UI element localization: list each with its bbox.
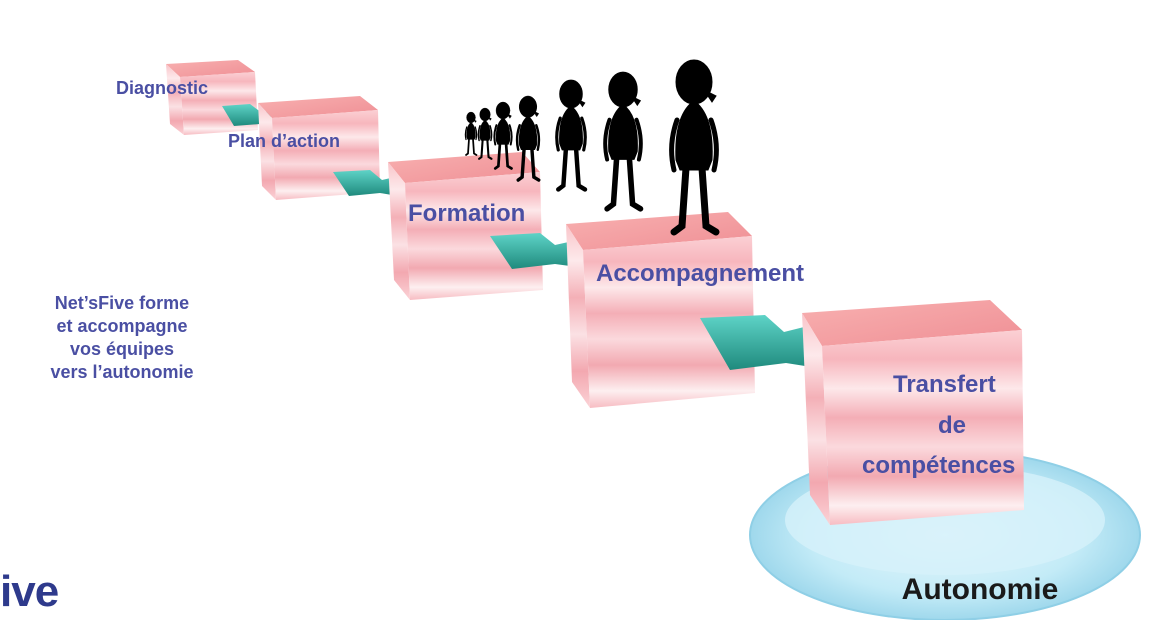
- step-label-competences: compétences: [862, 452, 1016, 479]
- tagline-line-2: et accompagne: [56, 316, 188, 336]
- walking-figure: [477, 107, 493, 160]
- walking-figure: [464, 111, 478, 156]
- step-cube-accompagnement: [566, 212, 755, 408]
- goal-label: Autonomie: [901, 573, 1059, 606]
- step-label-transfert: Transfert: [893, 371, 996, 398]
- step-label-de: de: [938, 412, 967, 439]
- step-arrow-2: [333, 170, 395, 196]
- step-cube-formation: [388, 152, 543, 300]
- step-label-diagnostic: Diagnostic: [116, 78, 209, 98]
- walking-figure: [669, 59, 720, 236]
- company-logo: ive: [0, 567, 59, 616]
- step-arrow-4: [700, 315, 808, 370]
- step-label-formation: Formation: [408, 200, 526, 227]
- walking-figure: [555, 79, 588, 192]
- tagline: Net’sFive forme et accompagne vos équipe…: [0, 292, 244, 384]
- step-label-plan: Plan d’action: [228, 131, 341, 151]
- tagline-line-4: vers l’autonomie: [50, 362, 194, 382]
- walking-figure: [493, 101, 513, 170]
- walking-figure: [515, 95, 541, 182]
- step-label-accompagnement: Accompagnement: [596, 260, 805, 287]
- step-cube-transfert: [802, 300, 1024, 525]
- tagline-line-3: vos équipes: [69, 339, 175, 359]
- walking-figure: [603, 71, 644, 212]
- step-arrow-3: [490, 233, 573, 269]
- tagline-line-1: Net’sFive forme: [54, 293, 190, 313]
- walking-figures: [464, 59, 720, 236]
